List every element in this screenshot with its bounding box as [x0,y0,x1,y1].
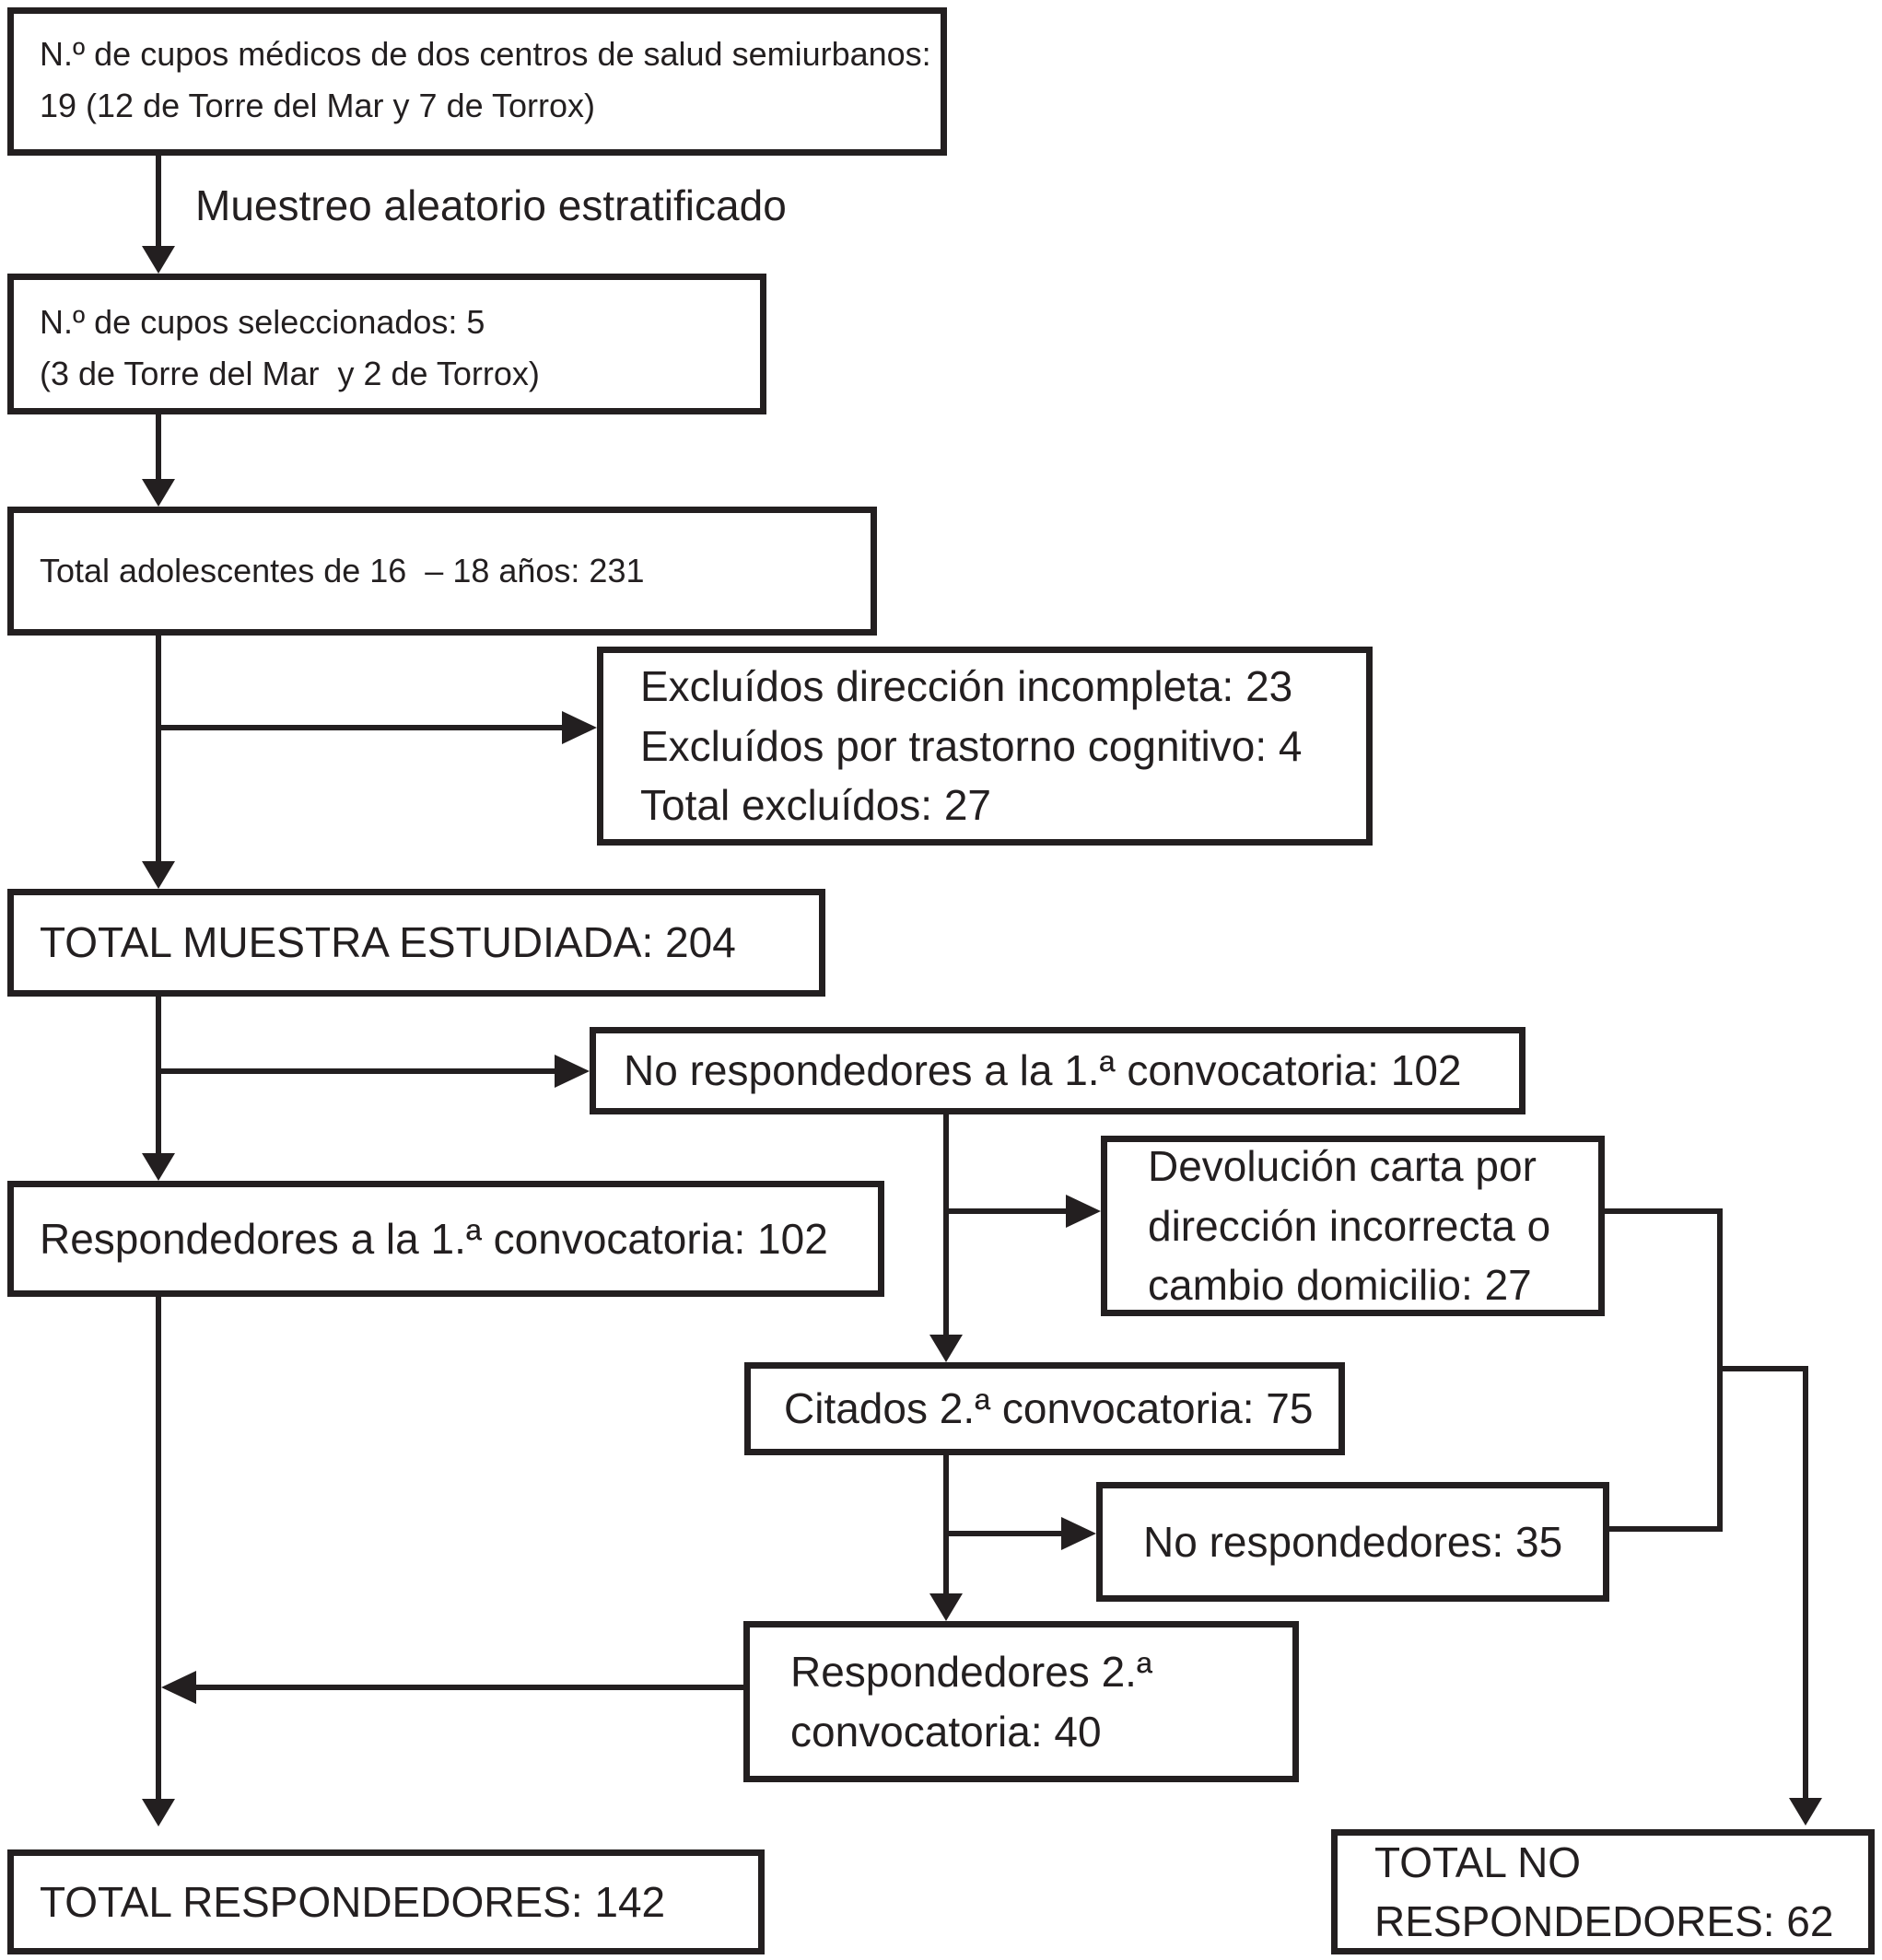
connector-f-to-i [943,1114,949,1336]
box-total-muestra: TOTAL MUESTRA ESTUDIADA: 204 [7,889,825,997]
connector-a-to-b [156,156,161,248]
box-text-line: dirección incorrecta o [1148,1201,1551,1250]
arrowhead-down-icon [929,1335,963,1362]
arrowhead-down-icon [142,1799,175,1826]
arrowhead-right-icon [1061,1517,1096,1550]
box-devolucion-carta: Devolución carta por dirección incorrect… [1101,1136,1605,1316]
connector-branch-devolucion [946,1208,1066,1214]
box-respondedores-2: Respondedores 2.ª convocatoria: 40 [743,1621,1299,1782]
box-text-line: No respondedores: 35 [1143,1517,1563,1566]
box-total-no-respondedores: TOTAL NO RESPONDEDORES: 62 [1331,1829,1875,1954]
arrowhead-down-icon [142,479,175,507]
box-excluidos: Excluídos dirección incompleta: 23 Exclu… [597,647,1373,846]
box-text-line: N.º de cupos médicos de dos centros de s… [40,35,931,73]
connector-to-m [1803,1366,1808,1799]
connector-i-to-k [943,1455,949,1595]
box-total-respondedores: TOTAL RESPONDEDORES: 142 [7,1849,765,1954]
arrowhead-right-icon [562,711,597,744]
box-text-line: Total excluídos: 27 [640,781,992,830]
arrowhead-down-icon [1789,1798,1822,1826]
box-total-adolescentes: Total adolescentes de 16 – 18 años: 231 [7,507,877,636]
box-text-line: cambio domicilio: 27 [1148,1261,1532,1310]
box-text-line: TOTAL NO [1374,1838,1582,1886]
connector-bracket-stub [1720,1366,1808,1371]
box-text-line: Excluídos dirección incompleta: 23 [640,662,1293,711]
connector-h-to-bracket [1605,1208,1723,1214]
box-text-line: TOTAL RESPONDEDORES: 142 [40,1877,666,1926]
box-text-line: Respondedores a la 1.ª convocatoria: 102 [40,1214,828,1263]
connector-branch-no-respondedores-2 [946,1531,1061,1536]
arrowhead-right-icon [555,1055,590,1088]
box-no-respondedores-1: No respondedores a la 1.ª convocatoria: … [590,1027,1525,1114]
box-text-line: RESPONDEDORES: 62 [1374,1897,1834,1945]
connector-g-to-l [156,1297,161,1801]
arrowhead-down-icon [929,1593,963,1621]
box-text-line: TOTAL MUESTRA ESTUDIADA: 204 [40,918,736,967]
box-text-line: No respondedores a la 1.ª convocatoria: … [624,1046,1462,1095]
box-citados-2: Citados 2.ª convocatoria: 75 [744,1362,1345,1455]
arrowhead-down-icon [142,861,175,889]
box-text-line: Excluídos por trastorno cognitivo: 4 [640,721,1303,770]
box-text-line: convocatoria: 40 [790,1707,1102,1756]
box-text-line: (3 de Torre del Mar y 2 de Torrox) [40,354,540,392]
arrowhead-left-icon [161,1671,196,1704]
connector-branch-no-respondedores-1 [158,1068,556,1074]
arrowhead-right-icon [1066,1195,1101,1228]
connector-j-to-bracket [1609,1526,1723,1532]
box-text-line: Total adolescentes de 16 – 18 años: 231 [40,552,645,590]
connector-c-to-e [156,636,161,863]
connector-branch-excluidos [158,725,564,730]
box-text-line: 19 (12 de Torre del Mar y 7 de Torrox) [40,86,595,124]
connector-b-to-c [156,414,161,481]
box-cupos-seleccionados: N.º de cupos seleccionados: 5 (3 de Torr… [7,274,766,414]
box-respondedores-1: Respondedores a la 1.ª convocatoria: 102 [7,1181,884,1297]
box-cupos-medicos: N.º de cupos médicos de dos centros de s… [7,7,947,156]
box-text-line: Citados 2.ª convocatoria: 75 [784,1384,1314,1433]
arrowhead-down-icon [142,246,175,274]
connector-e-to-g [156,997,161,1155]
box-text-line: N.º de cupos seleccionados: 5 [40,303,485,341]
box-no-respondedores-2: No respondedores: 35 [1096,1482,1609,1602]
arrow-label-muestreo: Muestreo aleatorio estratificado [195,181,787,229]
box-text-line: Devolución carta por [1148,1142,1537,1191]
connector-k-to-spine [193,1685,743,1690]
arrowhead-down-icon [142,1153,175,1181]
box-text-line: Respondedores 2.ª [790,1648,1152,1697]
